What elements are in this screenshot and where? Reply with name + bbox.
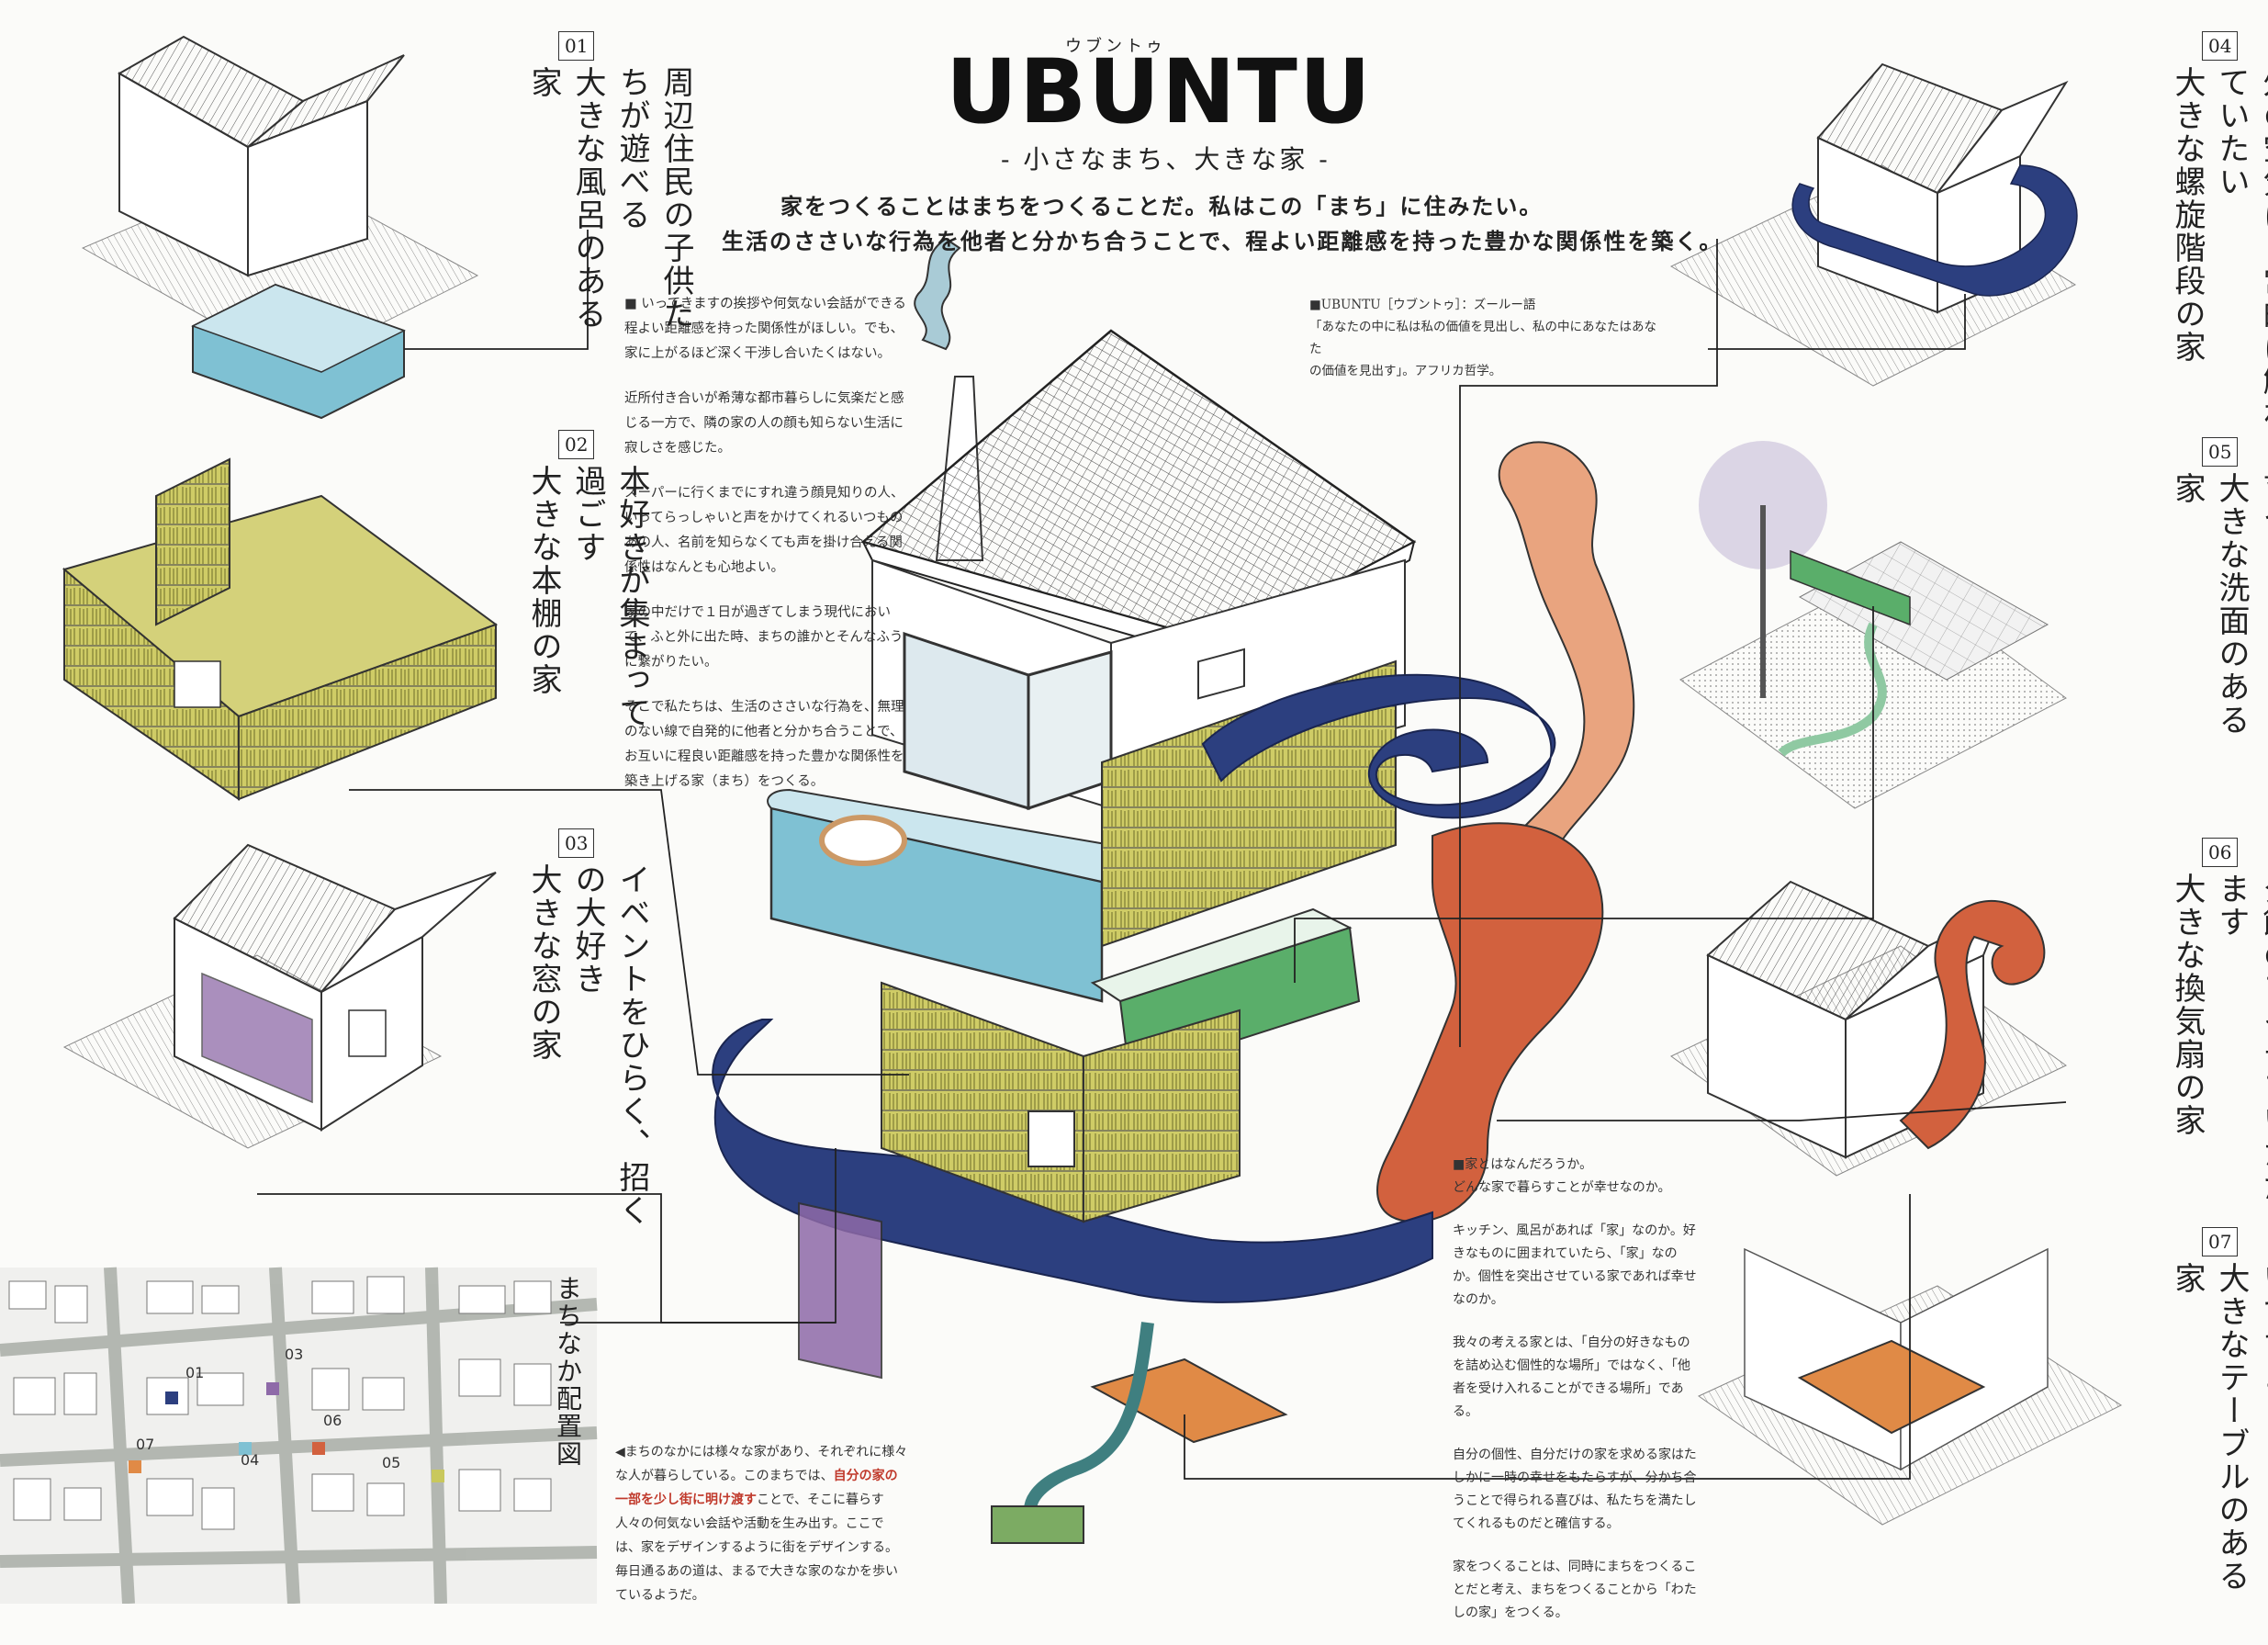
section-04-line-1: 外の空気に日常的に触れていたい	[2213, 66, 2268, 430]
section-07-line-2: 大きなテーブルのある家	[2169, 1262, 2250, 1593]
map-title: まちなか配置図	[553, 1275, 583, 1468]
house-paragraph-1a: ■家とはなんだろうか。	[1453, 1157, 1593, 1172]
house-paragraph-5: 家をつくることは、同時にまちをつくることだと考え、まちをつくることから「わたしの…	[1453, 1560, 1697, 1620]
page-title: UBUNTU	[946, 40, 1373, 143]
map-label-03: 03	[285, 1346, 303, 1363]
section-05-title: 顔を洗うと、緑が育つ 大きな洗面のある家	[2165, 472, 2268, 748]
map-text-post: ことで、そこに暮らす人々の何気ない会話や活動を生み出す。ここでは、家をデザインす…	[615, 1493, 898, 1603]
section-04-line-2: 大きな螺旋階段の家	[2169, 66, 2206, 364]
section-06-line-2: 大きな換気扇の家	[2169, 873, 2206, 1137]
section-07-title: 待ち時間に座ってもいいですよ 大きなテーブルのある家	[2165, 1262, 2268, 1602]
page-subtitle: - 小さなまち、大きな家 -	[1001, 144, 1330, 175]
map-text-pre: ◀まちのなかには様々な家があり、それぞれに様々な人が暮らしている。このまちでは、	[615, 1445, 908, 1483]
section-02-title: 本好きが集まって過ごす 大きな本棚の家	[522, 465, 654, 731]
concept-paragraph-2: 近所付き合いが希薄な都市暮らしに気楽だと感じる一方で、隣の家の人の顔も知らない生…	[624, 391, 904, 456]
section-04-number: 04	[2202, 31, 2239, 61]
definition-line-1: 「あなたの中に私は私の価値を見出し、私の中にあなたはあなた	[1309, 320, 1656, 356]
section-05-number: 05	[2202, 437, 2239, 467]
section-03-line-1: イベントをひらく、招くの大好き	[569, 863, 650, 1227]
house-paragraph-1b: どんな家で暮らすことが幸せなのか。	[1453, 1180, 1671, 1195]
section-02-line-2: 大きな本棚の家	[525, 465, 562, 696]
map-label-07: 07	[136, 1436, 154, 1453]
house-02-bookshelf-illustration	[62, 457, 499, 801]
concept-paragraph-4: 家の中だけで１日が過ぎてしまう現代において、ふと外に出た時、まちの誰かとそんなふ…	[624, 605, 904, 670]
concept-text: ■ いってきますの挨拶や何気ない会話ができる程よい距離感を持った関係性がほしい。…	[624, 292, 909, 815]
section-07-line-1: 待ち時間に座ってもいいですよ	[2257, 1262, 2268, 1394]
neighborhood-map: 01 03 06 07 04 05	[0, 1267, 598, 1604]
lead-line-1: 家をつくることはまちをつくることだ。私はこの「まち」に住みたい。	[780, 193, 1544, 220]
concept-paragraph-1: ■ いってきますの挨拶や何気ない会話ができる程よい距離感を持った関係性がほしい。…	[624, 297, 906, 361]
house-paragraph-2: キッチン、風呂があれば「家」なのか。好きなものに囲まれていたら、「家」なのか。個…	[1453, 1223, 1697, 1307]
map-text-highlight: 自分の家の一部を少し街に明け渡す	[615, 1469, 898, 1507]
concept-paragraph-5: そこで私たちは、生活のささいな行為を、無理のない線で自発的に他者と分かち合うこと…	[624, 700, 904, 789]
map-label-05: 05	[382, 1454, 400, 1471]
section-07-number: 07	[2202, 1227, 2239, 1256]
definition-line-2: の価値を見出す」。アフリカ哲学。	[1309, 364, 1502, 378]
section-06-line-1: 夕飯のアイデアいただきます	[2213, 873, 2268, 1236]
house-03-window-illustration	[62, 843, 497, 1149]
house-text: ■家とはなんだろうか。どんな家で暮らすことが幸せなのか。 キッチン、風呂があれば…	[1453, 1154, 1701, 1645]
map-label-01: 01	[185, 1364, 204, 1381]
section-05-line-1: 顔を洗うと、緑が育つ	[2257, 472, 2268, 538]
section-01-line-2: 大きな風呂のある家	[525, 66, 606, 331]
section-06-title: 夕飯のアイデアいただきます 大きな換気扇の家	[2165, 873, 2268, 1240]
house-06-vent-illustration	[1670, 880, 2067, 1177]
section-01-title: 周辺住民の子供たちが遊べる 大きな風呂のある家	[522, 66, 698, 342]
leader-lines	[257, 230, 2067, 1480]
section-02-number: 02	[558, 430, 595, 459]
lead-line-2: 生活のささいな行為を他者と分かち合うことで、程よい距離感を持った豊かな関係性を築…	[722, 228, 1723, 254]
definition-term: ■UBUNTU［ウブントゥ］：ズールー語	[1309, 298, 1536, 312]
section-05-line-2: 大きな洗面のある家	[2169, 472, 2250, 737]
ubuntu-definition: ■UBUNTU［ウブントゥ］：ズールー語 「あなたの中に私は私の価値を見出し、私…	[1309, 294, 1667, 382]
section-03-line-2: 大きな窓の家	[525, 863, 562, 1062]
map-label-04: 04	[241, 1451, 259, 1469]
section-01-line-1: 周辺住民の子供たちが遊べる	[613, 66, 694, 331]
house-paragraph-4: 自分の個性、自分だけの家を求める家はたしかに一時の幸せをもたらすが、分かち合うこ…	[1453, 1448, 1697, 1531]
title-ruby: ウブントゥ	[1065, 37, 1166, 56]
house-paragraph-3: 我々の考える家とは、「自分の好きなものを詰め込む個性的な場所」ではなく、「他者を…	[1453, 1335, 1690, 1419]
house-01-bath-illustration	[81, 35, 479, 420]
section-06-number: 06	[2202, 838, 2239, 867]
section-03-title: イベントをひらく、招くの大好き 大きな窓の家	[522, 863, 654, 1231]
central-house-illustration	[712, 237, 1635, 1544]
map-text: ◀まちのなかには様々な家があり、それぞれに様々な人が暮らしている。このまちでは、…	[615, 1440, 909, 1607]
section-01-number: 01	[558, 31, 595, 61]
concept-paragraph-3: スーパーに行くまでにすれ違う顔見知りの人、いってらっしゃいと声をかけてくれるいつ…	[624, 486, 904, 575]
section-04-title: 外の空気に日常的に触れていたい 大きな螺旋階段の家	[2165, 66, 2268, 434]
map-label-06: 06	[323, 1412, 342, 1429]
poster-illustration: 01 03 06 07 04 05	[0, 35, 2123, 1604]
section-02-line-1: 本好きが集まって過ごす	[569, 465, 650, 729]
section-03-number: 03	[558, 828, 595, 858]
house-04-spiral-stair-illustration	[1669, 62, 2078, 387]
